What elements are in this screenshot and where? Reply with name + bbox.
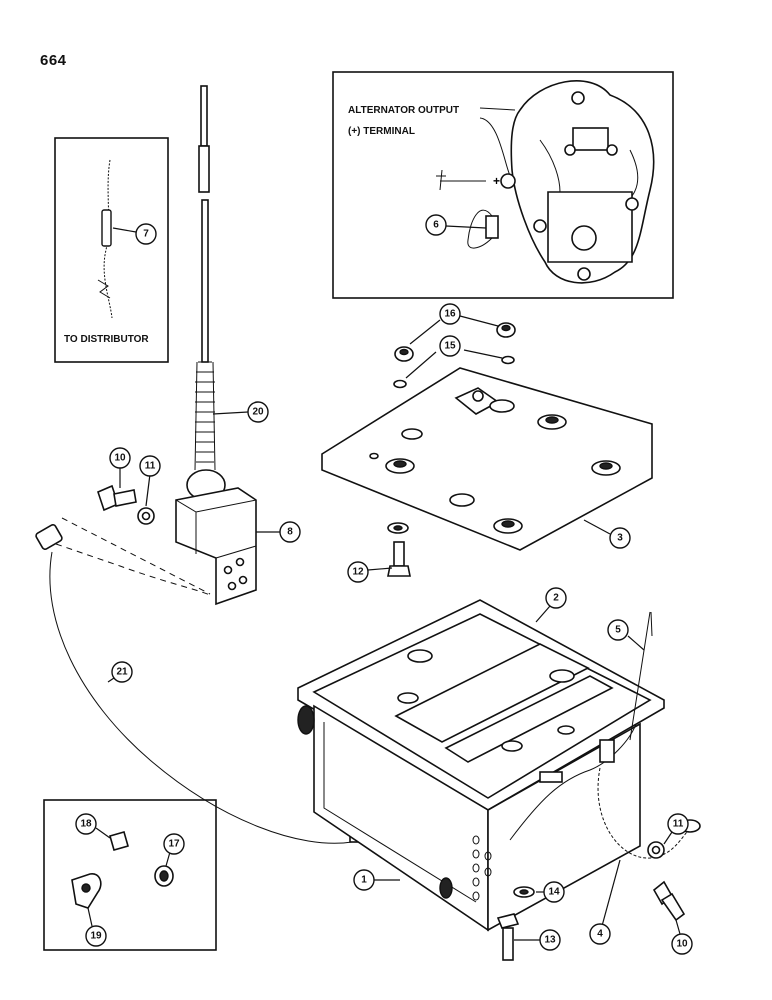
callout-11-left: 11 xyxy=(139,455,161,477)
callout-11-right: 11 xyxy=(667,813,689,835)
terminal-label: (+) TERMINAL xyxy=(348,126,415,137)
svg-text:19: 19 xyxy=(90,931,102,942)
svg-text:6: 6 xyxy=(433,220,439,231)
svg-text:3: 3 xyxy=(617,533,623,544)
svg-text:14: 14 xyxy=(548,887,560,898)
svg-text:+: + xyxy=(493,174,500,188)
svg-text:12: 12 xyxy=(352,567,364,578)
bolt-12 xyxy=(367,522,411,577)
antenna-mount-bracket xyxy=(175,487,257,606)
svg-text:21: 21 xyxy=(116,667,128,678)
callout-4: 4 xyxy=(589,923,611,945)
callout-21: 21 xyxy=(111,661,133,683)
svg-text:2: 2 xyxy=(553,593,559,604)
to-distributor-label: TO DISTRIBUTOR xyxy=(64,334,149,345)
suppressor-part xyxy=(101,209,112,247)
bolt-13 xyxy=(496,886,548,961)
svg-text:20: 20 xyxy=(252,407,264,418)
callout-16: 16 xyxy=(439,303,461,325)
callout-7: 7 xyxy=(135,223,157,245)
page-number: 664 xyxy=(40,52,67,69)
bolt-and-washer-left xyxy=(97,468,155,525)
callout-19: 19 xyxy=(85,925,107,947)
distributor-inset: TO DISTRIBUTOR xyxy=(54,137,169,363)
callout-3: 3 xyxy=(609,527,631,549)
callout-20: 20 xyxy=(247,401,269,423)
bolt-and-washer-right xyxy=(647,831,686,935)
callout-12: 12 xyxy=(347,561,369,583)
nuts-and-lockwashers xyxy=(393,315,516,389)
mounting-plate xyxy=(321,367,653,551)
svg-text:11: 11 xyxy=(673,819,684,830)
callout-15: 15 xyxy=(439,335,461,357)
capacitor-part xyxy=(485,215,499,239)
callout-1: 1 xyxy=(353,869,375,891)
svg-text:18: 18 xyxy=(80,819,92,830)
callout-5: 5 xyxy=(607,619,629,641)
callout-10-right: 10 xyxy=(671,933,693,955)
svg-text:16: 16 xyxy=(444,309,456,320)
antenna-assembly xyxy=(175,85,281,606)
svg-text:10: 10 xyxy=(114,453,126,464)
callout-10-left: 10 xyxy=(109,447,131,469)
callout-6: 6 xyxy=(425,214,447,236)
svg-text:17: 17 xyxy=(168,839,180,850)
terminal-block xyxy=(572,127,609,151)
svg-text:8: 8 xyxy=(287,527,293,538)
svg-text:13: 13 xyxy=(544,935,556,946)
callout-8: 8 xyxy=(279,521,301,543)
svg-text:11: 11 xyxy=(145,461,156,472)
clip-inset xyxy=(43,799,217,951)
power-lead xyxy=(627,611,653,741)
svg-text:7: 7 xyxy=(143,229,149,240)
cable-clip-small xyxy=(109,831,129,851)
svg-text:10: 10 xyxy=(676,939,688,950)
callout-17: 17 xyxy=(163,833,185,855)
svg-text:5: 5 xyxy=(615,625,621,636)
radio-unit xyxy=(297,599,665,932)
callout-14: 14 xyxy=(543,881,565,903)
svg-text:1: 1 xyxy=(361,875,367,886)
svg-text:15: 15 xyxy=(444,341,456,352)
svg-text:4: 4 xyxy=(597,929,603,940)
callout-13: 13 xyxy=(539,929,561,951)
callout-2: 2 xyxy=(545,587,567,609)
alternator-output-label: ALTERNATOR OUTPUT xyxy=(348,105,459,116)
callout-18: 18 xyxy=(75,813,97,835)
alternator-inset: ALTERNATOR OUTPUT (+) TERMINAL + xyxy=(332,71,674,299)
